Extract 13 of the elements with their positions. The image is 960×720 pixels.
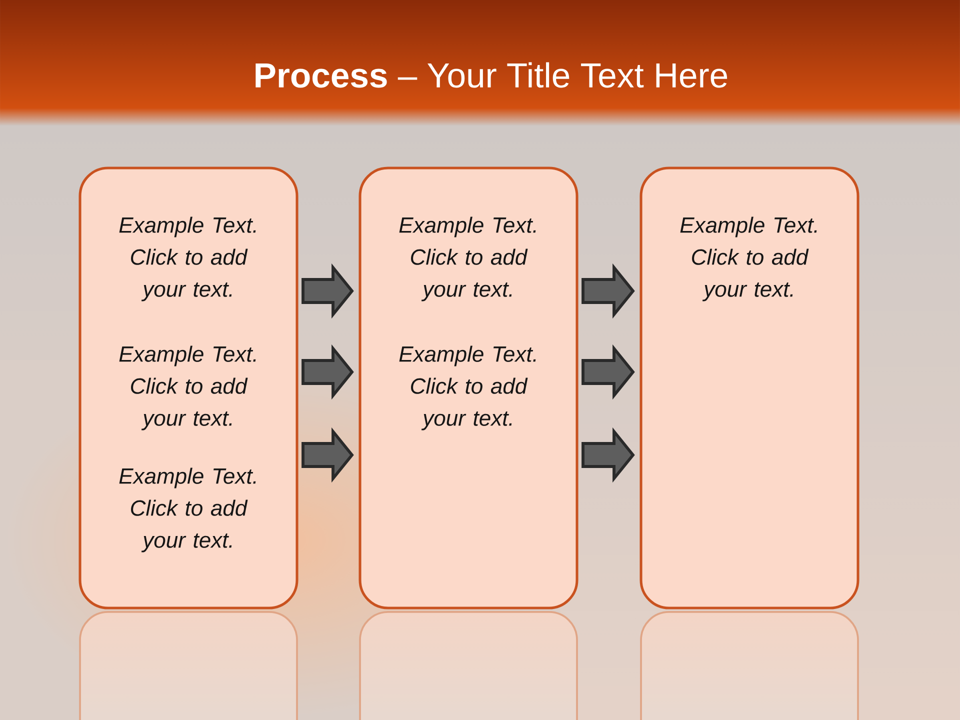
- body-text: Example Text. Click to add your text.: [399, 216, 536, 302]
- block-arrow: [582, 344, 635, 400]
- block-arrow: [302, 427, 354, 483]
- block-arrow: [582, 263, 635, 319]
- body-text: Example Text. Click to add your text.: [119, 216, 256, 302]
- body-text: Example Text. Click to add your text.: [399, 346, 536, 430]
- block-arrow: [302, 344, 354, 400]
- block-arrow: [582, 427, 635, 483]
- body-text: Example Text. Click to add your text.: [119, 468, 256, 552]
- block-arrow: [302, 263, 354, 319]
- slide-title: Process – Your Title Text Here: [256, 62, 728, 88]
- body-text: Example Text. Click to add your text.: [119, 346, 256, 430]
- body-text: Example Text. Click to add your text.: [680, 216, 817, 302]
